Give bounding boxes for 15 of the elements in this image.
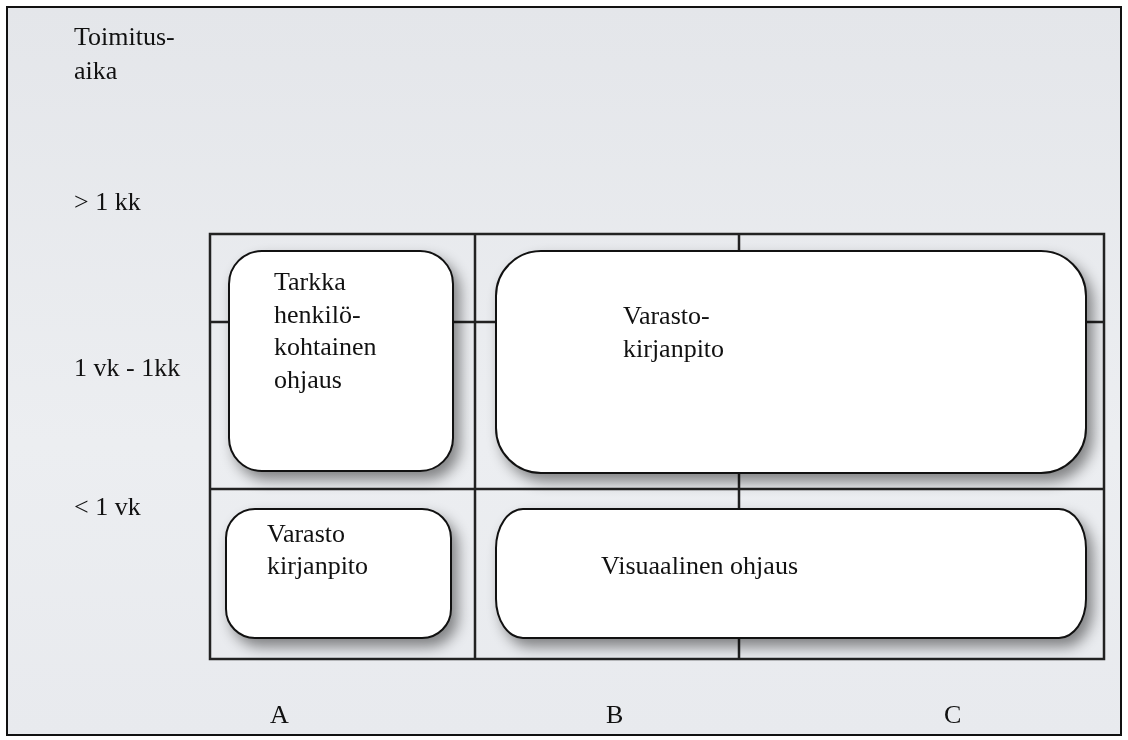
row-label: 1 vk - 1kk <box>74 352 182 384</box>
rounded-box <box>228 250 454 472</box>
rounded-box <box>495 250 1087 474</box>
box-text: Tarkka henkilö-kohtainen ohjaus <box>274 266 378 396</box>
rounded-box <box>225 508 452 639</box>
column-label: C <box>944 699 963 731</box>
box-text: Visuaalinen ohjaus <box>601 549 799 582</box>
column-label: B <box>606 699 625 731</box>
column-label: A <box>270 699 290 731</box>
box-text: Varasto-kirjanpito <box>623 299 726 364</box>
row-label: > 1 kk <box>74 186 142 218</box>
axis-title: Toimitus-aika <box>74 21 176 87</box>
row-label: < 1 vk <box>74 491 142 523</box>
rounded-box <box>495 508 1087 639</box>
box-text: Varasto kirjanpito <box>267 517 370 582</box>
